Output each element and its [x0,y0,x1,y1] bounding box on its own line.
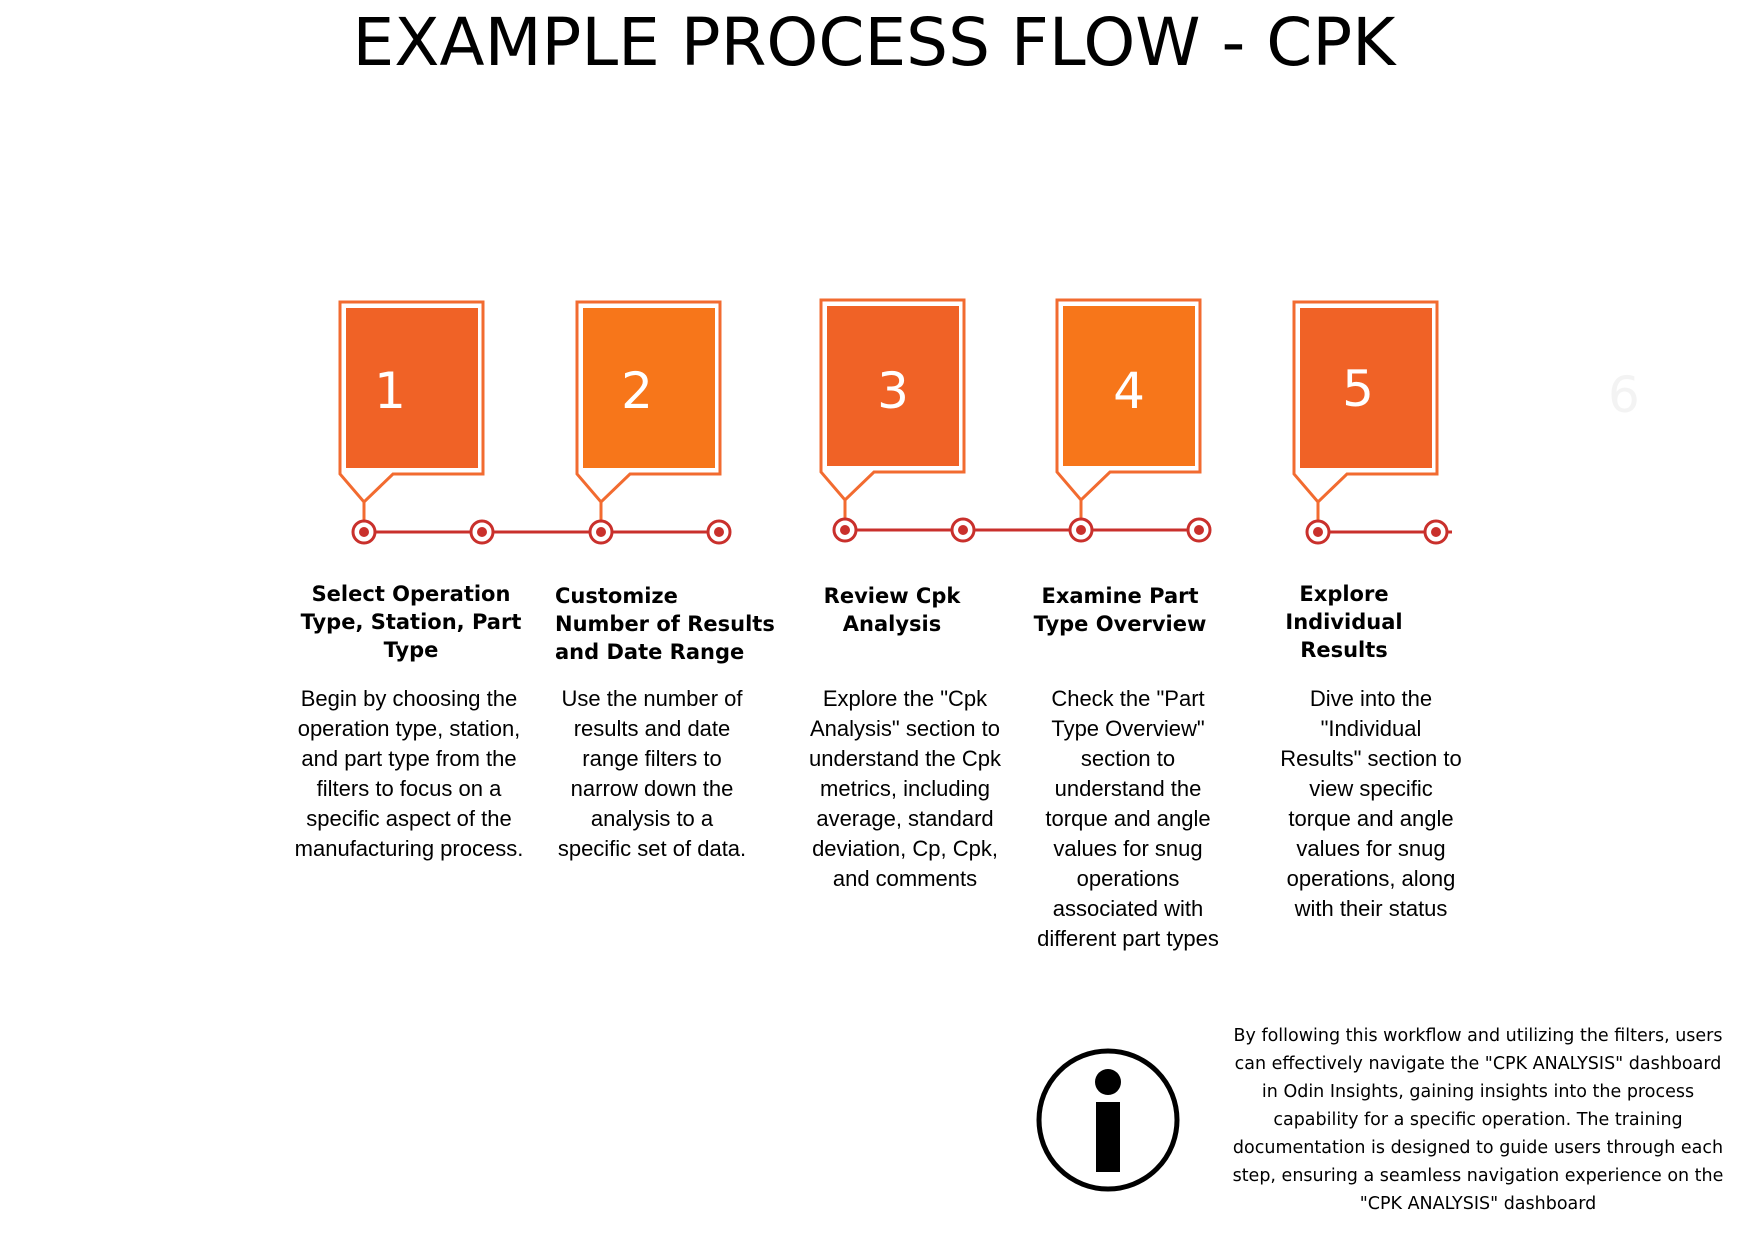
step-1-title: Select Operation Type, Station, Part Typ… [300,582,522,662]
step-2-marker [575,300,722,520]
timeline-node [588,519,614,545]
step-5-callout-outline [1292,300,1439,505]
timeline-node [950,517,976,543]
step-3-number: 3 [877,362,909,420]
step-4-description: Check the "Part Type Overview" section t… [1037,686,1219,951]
step-2-number: 2 [621,362,653,420]
timeline-node [832,517,858,543]
step-2-title: Customize Number of Results and Date Ran… [555,584,775,664]
ghost-step-number: 6 [1608,366,1640,424]
timeline-node [1068,517,1094,543]
info-text: By following this workflow and utilizing… [1232,1026,1724,1214]
timeline-node [1186,517,1212,543]
step-5-marker [1292,300,1439,520]
timeline-node [1305,519,1331,545]
step-3-description: Explore the "Cpk Analysis" section to un… [808,686,1002,891]
timeline-nodes [351,517,1449,545]
step-4-title: Examine Part Type Overview [1033,584,1207,636]
step-2-callout-outline [575,300,722,505]
step-1-number: 1 [374,362,406,420]
page-title: EXAMPLE PROCESS FLOW - CPK [352,4,1396,81]
step-2-description: Use the number of results and date range… [557,686,747,861]
step-1-description: Begin by choosing the operation type, st… [294,686,524,861]
step-5-title: Explore Individual Results [1285,582,1403,662]
step-5-box [1300,308,1432,468]
step-5-description: Dive into the "Individual Results" secti… [1280,686,1462,921]
step-4-marker [1055,298,1202,518]
step-2-box [583,308,715,468]
step-3-box [827,306,959,466]
timeline-node [706,519,732,545]
step-3-callout-outline [819,298,966,503]
step-4-box [1063,306,1195,466]
timeline-node [469,519,495,545]
step-5-number: 5 [1342,360,1374,418]
info-icon [1036,1048,1180,1192]
step-4-callout-outline [1055,298,1202,503]
timeline [362,528,1452,534]
step-3-title: Review Cpk Analysis [823,584,961,636]
timeline-node [351,519,377,545]
timeline-node [1423,519,1449,545]
step-1-callout-outline [338,300,485,505]
step-1-marker [338,300,485,520]
step-4-number: 4 [1113,362,1145,420]
step-3-marker [819,298,966,518]
step-1-box [346,308,478,468]
